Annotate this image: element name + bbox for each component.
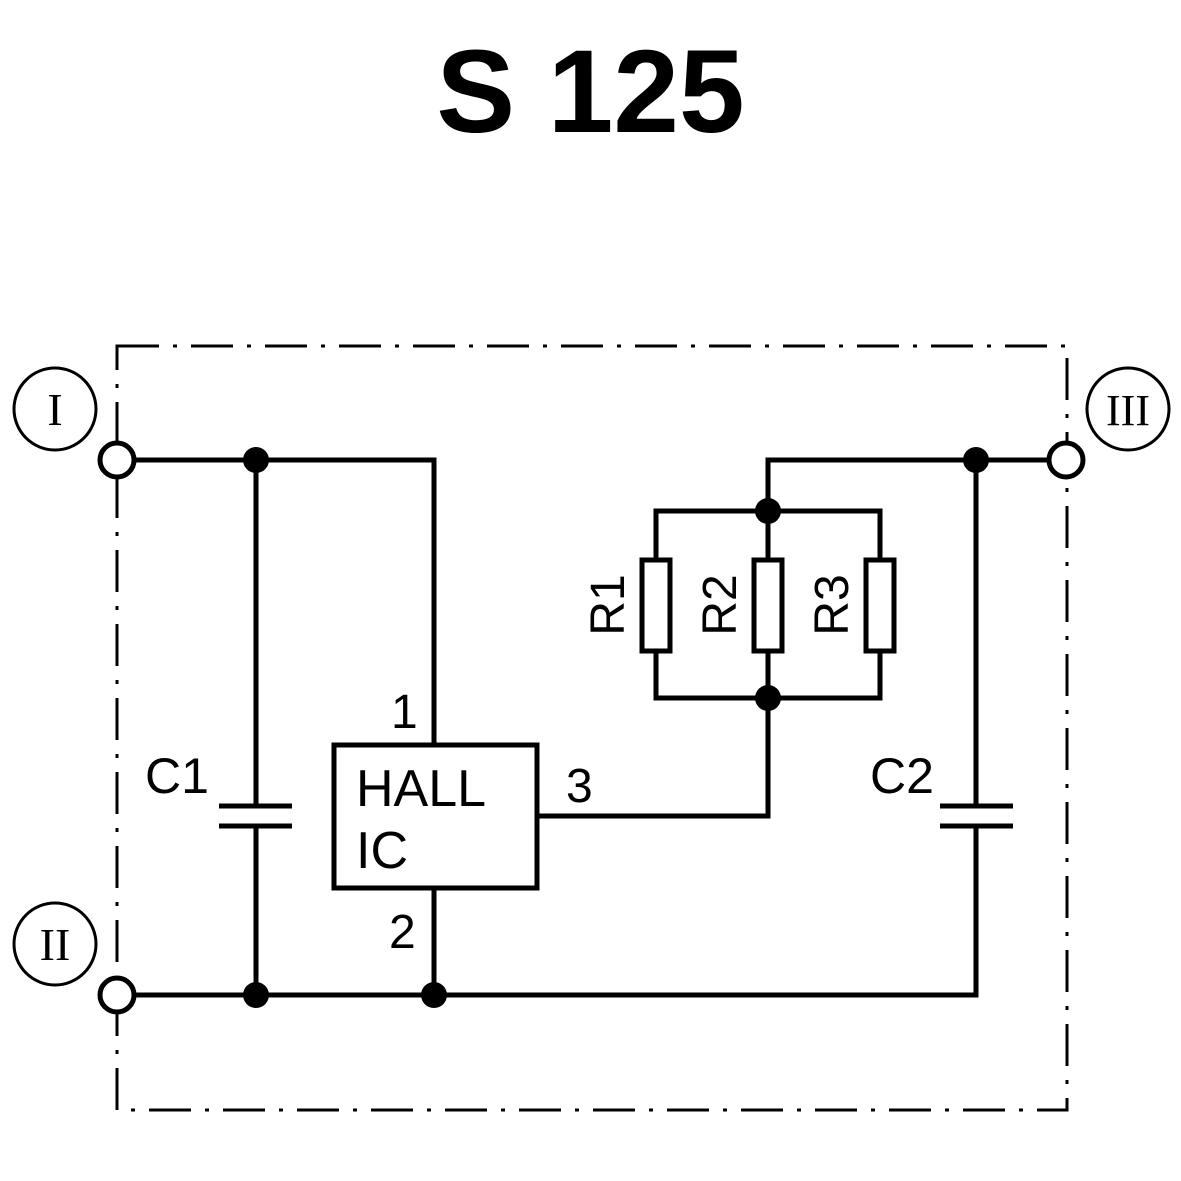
- label-r2: R2: [694, 574, 747, 635]
- junction-dot: [243, 982, 269, 1008]
- hall-ic-label-line1: HALL: [356, 760, 486, 818]
- junctions: [243, 447, 989, 1008]
- hall-ic-box: [331, 742, 540, 891]
- terminal-connector-ii: [97, 975, 137, 1015]
- junction-dot: [755, 498, 781, 524]
- terminal-connector-iii: [1046, 440, 1086, 480]
- pin-label-3: 3: [566, 760, 593, 813]
- enclosure-border: [115, 344, 1069, 1112]
- terminal-badge-i: [12, 366, 98, 452]
- pin-label-2: 2: [389, 906, 416, 959]
- terminal-label-i: I: [47, 384, 62, 435]
- pin-label-1: 1: [391, 686, 418, 739]
- hall-ic-label-line2: IC: [356, 822, 408, 880]
- terminal-label-iii: III: [1106, 386, 1150, 435]
- terminal-badge-iii: [1085, 366, 1171, 452]
- junction-dot: [963, 447, 989, 473]
- junction-dot: [243, 447, 269, 473]
- capacitor-c2: [940, 803, 1013, 829]
- junction-dot: [421, 982, 447, 1008]
- label-r3: R3: [806, 574, 859, 635]
- junction-dot: [755, 685, 781, 711]
- resistor-r2: [751, 557, 785, 654]
- wires: [132, 457, 1051, 998]
- resistor-r1: [639, 557, 673, 654]
- label-c1: C1: [145, 748, 209, 804]
- resistor-r3: [863, 557, 897, 654]
- label-c2: C2: [870, 748, 934, 804]
- terminal-badge-ii: [12, 901, 98, 987]
- capacitor-c1: [219, 803, 292, 829]
- terminal-label-ii: II: [40, 919, 71, 970]
- diagram-title: S 125: [436, 26, 745, 158]
- terminal-connector-i: [97, 440, 137, 480]
- label-r1: R1: [582, 574, 635, 635]
